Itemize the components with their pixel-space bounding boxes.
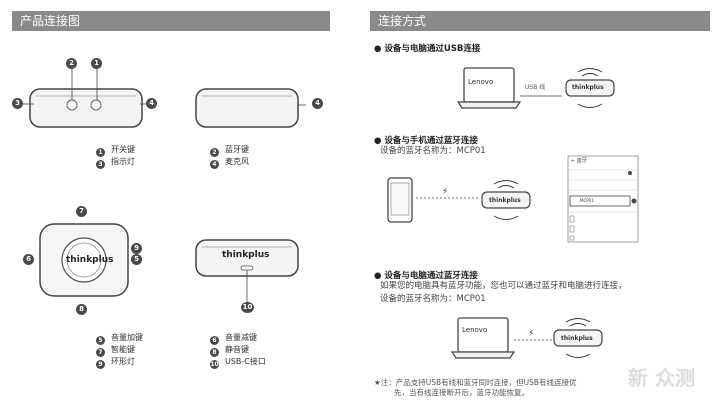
laptop-brand-usb: Lenovo [468, 78, 494, 86]
pc-bt-section-text2: 设备的蓝牙名称为：MCP01 [380, 294, 486, 304]
bluetooth-link-pc: ⚡ [514, 329, 554, 341]
bluetooth-settings-panel [567, 155, 639, 243]
callout-5: 5 [131, 254, 142, 265]
callout-1: 1 [91, 58, 102, 69]
svg-text:⚡: ⚡ [442, 187, 448, 197]
callout-4-back: 4 [312, 98, 323, 109]
device-front-diagram [29, 88, 143, 128]
brand-logo-side: thinkplus [222, 250, 270, 260]
callout-9: 9 [131, 243, 142, 254]
callout-3: 3 [12, 98, 23, 109]
callout-6: 6 [23, 254, 34, 265]
speaker-pc-bt [553, 318, 603, 358]
usb-cable-label: USB 线 [525, 84, 546, 91]
callout-7: 7 [76, 206, 87, 217]
speaker-phone-brand: thinkplus [489, 197, 521, 204]
brand-logo-top: thinkplus [66, 255, 114, 265]
note-line1: ★注：产品支持USB有线和蓝牙同时连接，但USB有线连接优 [374, 378, 577, 387]
pc-bt-section-title: ● 设备与电脑通过蓝牙连接 [374, 271, 478, 281]
callout-4: 4 [146, 98, 157, 109]
phone-section-text: 设备的蓝牙名称为：MCP01 [380, 146, 486, 156]
speaker-usb-brand: thinkplus [572, 84, 604, 91]
speaker-phone [481, 180, 531, 220]
note-line2: 先，当有线连接断开后，蓝牙功能恢复。 [394, 388, 529, 397]
bluetooth-link-phone: ⚡ [416, 187, 478, 199]
usb-cable [520, 95, 562, 97]
device-back-diagram [195, 88, 306, 128]
settings-device: MCP01 [580, 198, 594, 203]
callout-2: 2 [66, 58, 77, 69]
callout-8: 8 [76, 304, 87, 315]
usb-section-title: ● 设备与电脑通过USB连接 [374, 44, 481, 54]
callout-10: 10 [241, 302, 254, 313]
watermark: 新 众测 [628, 366, 695, 390]
pc-bt-section-text1: 如果您的电脑具有蓝牙功能，您也可以通过蓝牙和电脑进行连接， [380, 281, 627, 291]
speaker-pc-bt-brand: thinkplus [561, 335, 593, 342]
laptop-bluetooth [450, 317, 516, 359]
connection-method-header: 连接方式 [370, 11, 710, 31]
svg-text:⚡: ⚡ [528, 329, 534, 339]
phone-section-title: ● 设备与手机通过蓝牙连接 [374, 136, 478, 146]
phone-diagram [387, 177, 413, 223]
settings-title: ← 蓝牙 [571, 158, 587, 164]
device-side-diagram [195, 239, 299, 302]
speaker-usb [565, 68, 615, 108]
device-top-view-diagram [39, 223, 129, 297]
laptop-brand-bt: Lenovo [462, 326, 488, 334]
laptop-usb [456, 67, 522, 109]
product-connection-header: 产品连接图 [12, 11, 330, 31]
callout-lines-top-left [23, 69, 146, 105]
